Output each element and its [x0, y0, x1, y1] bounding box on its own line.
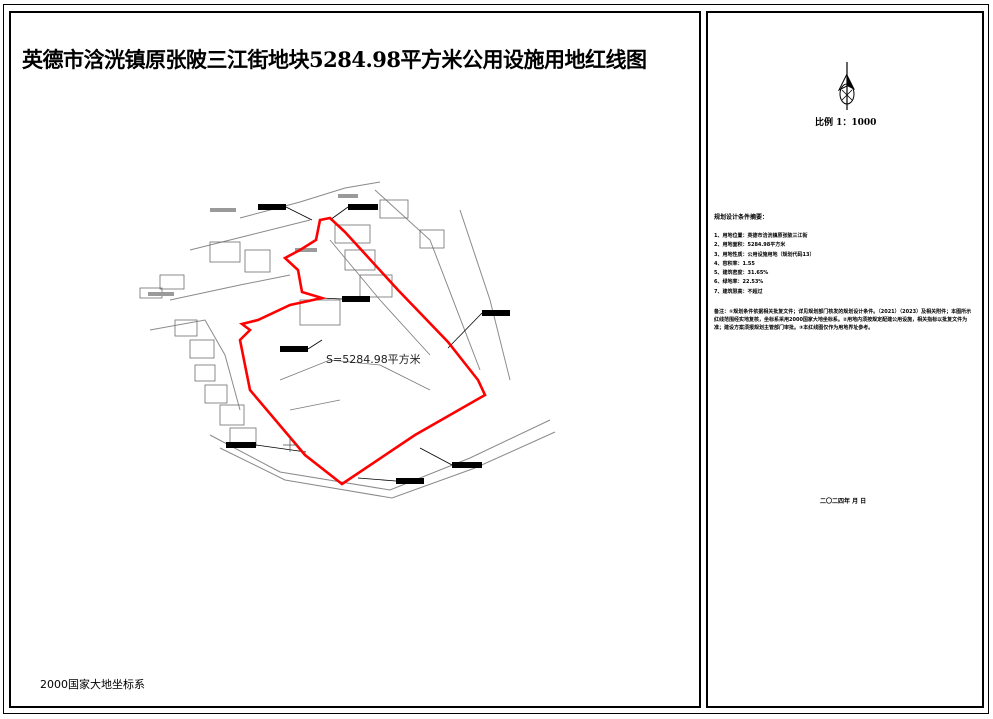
control-point-icon [283, 438, 297, 452]
map-title: 英德市浛洸镇原张陂三江街地块5284.98平方米公用设施用地红线图 [22, 47, 647, 72]
area-label: S=5284.98平方米 [326, 352, 421, 366]
spec-item: 4、容积率：1.55 [714, 260, 755, 267]
spec-list: 1、用地位置：英德市浛洸镇原张陂三江街 2、用地面积：5284.98平方米 3、… [714, 232, 976, 297]
legend-frame [706, 11, 984, 708]
spec-item: 6、绿地率：22.53% [714, 279, 764, 286]
spec-item: 1、用地位置：英德市浛洸镇原张陂三江街 [714, 233, 808, 239]
boundary-point-tags [226, 204, 510, 484]
spec-item: 5、建筑密度：31.65% [714, 270, 769, 277]
scale-label: 比例 1：1000 [815, 118, 877, 128]
spec-heading: 规划设计条件摘要： [714, 214, 769, 221]
north-arrow-icon [837, 62, 855, 110]
building-blocks [139, 199, 445, 447]
coordinate-system-label: 2000国家大地坐标系 [40, 678, 145, 691]
map-frame [9, 11, 701, 708]
existing-labels [148, 194, 358, 296]
spec-item: 3、用地性质：公用设施用地（规划代码13） [714, 251, 815, 258]
date-label: 二〇二四年 月 日 [820, 498, 867, 505]
notes-text: 备注：①规划条件依据相关批复文件；详见规划部门核发的规划设计条件。（2021）（… [714, 309, 972, 332]
outer-border [3, 4, 989, 714]
site-map: S=5284.98平方米 [139, 181, 556, 499]
inner-parcel-lines [279, 239, 431, 411]
spec-item: 2、用地面积：5284.98平方米 [714, 242, 786, 249]
spec-item: 7、建筑限高：不超过 [714, 288, 763, 295]
site-boundary [238, 216, 487, 486]
